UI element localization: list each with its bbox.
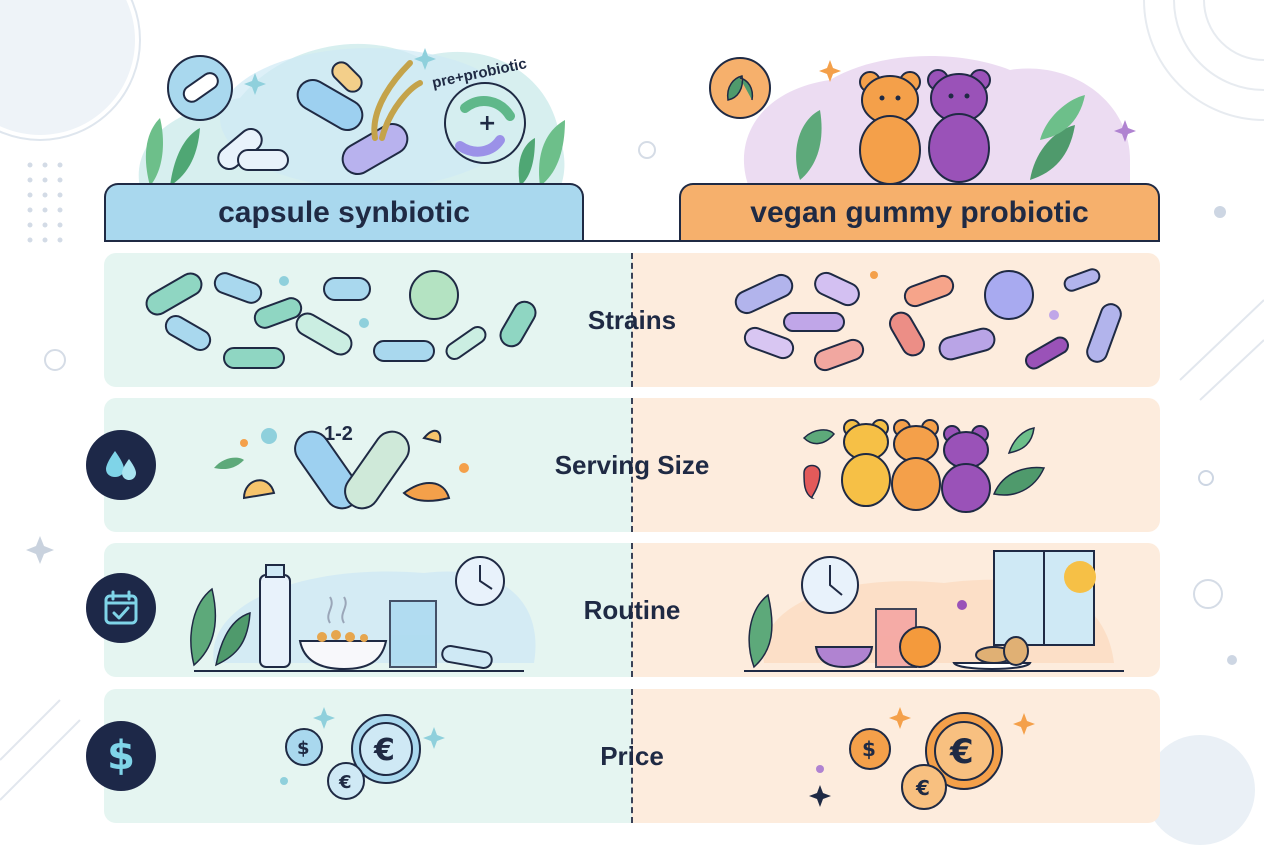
price-right-cell <box>632 689 1160 823</box>
capsule-dose-text: 1-2 <box>324 423 353 445</box>
euro-symbol-small: € <box>338 772 352 793</box>
row-label-price: Price <box>104 689 1160 823</box>
dollar-symbol: $ <box>297 738 310 759</box>
svg-text:+: + <box>478 111 496 136</box>
vegan-gummy-header: vegan gummy probiotic <box>679 183 1160 241</box>
coins-illustration-left: € $ € <box>280 707 445 800</box>
row-label-routine: Routine <box>104 543 1160 677</box>
dollar-symbol-orange: $ <box>862 737 876 761</box>
row-label-serving-size: Serving Size <box>104 398 1160 532</box>
routine-label: Routine <box>583 594 681 625</box>
column-divider <box>631 689 633 823</box>
dollar-icon: $ <box>86 721 156 791</box>
calendar-check-icon <box>86 573 156 643</box>
euro-symbol-orange: € <box>949 732 974 772</box>
column-divider <box>631 398 633 532</box>
capsule-synbiotic-header: capsule synbiotic <box>104 183 584 241</box>
serving-size-label: Serving Size <box>554 449 710 480</box>
column-divider <box>631 253 633 387</box>
gummy-hero-illustration <box>709 56 1136 190</box>
gummy-bears-illustration <box>802 419 1046 513</box>
breakfast-routine-illustration <box>190 556 536 672</box>
row-serving-size: 1-2 Serving Size <box>104 398 1160 532</box>
row-strains: Strains <box>104 253 1160 387</box>
column-divider <box>631 543 633 677</box>
coins-illustration-right: € $ € <box>809 707 1035 810</box>
serving-right-cell <box>632 398 1160 532</box>
vegan-gummy-title: vegan gummy probiotic <box>750 196 1089 229</box>
dollar-icon-glyph: $ <box>107 733 135 779</box>
header-baseline <box>104 240 1160 242</box>
row-routine: Routine <box>104 543 1160 677</box>
euro-symbol-small-orange: € <box>915 776 930 800</box>
row-label-strains: Strains <box>104 253 1160 387</box>
bacteria-illustration-right <box>734 268 1122 372</box>
row-price: € $ € Price € $ € <box>104 689 1160 823</box>
bacteria-illustration-left <box>145 270 537 369</box>
price-label: Price <box>600 740 664 771</box>
capsule-synbiotic-title: capsule synbiotic <box>218 196 470 229</box>
water-drops-icon <box>86 430 156 500</box>
strains-label: Strains <box>587 304 677 335</box>
morning-routine-illustration <box>744 550 1124 672</box>
capsule-hero-illustration: + pre+probiotic <box>138 43 565 188</box>
euro-symbol: € <box>373 733 395 768</box>
capsule-dose-illustration: 1-2 <box>214 423 469 510</box>
